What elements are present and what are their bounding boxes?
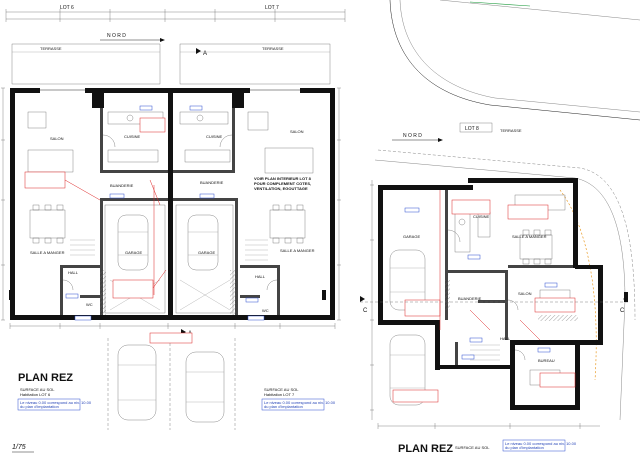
section-mark-a-top: A: [203, 51, 207, 57]
room-cuisine-1: CUISINE: [124, 134, 141, 139]
room-bureau-lot8: BUREAU: [538, 358, 555, 363]
niveau-note-lot6: Le niveau 0.00 correspond au niv. 10.00: [20, 400, 92, 405]
room-buanderie-1: BUANDERIE: [110, 183, 134, 188]
right-terrace-label: TERRASSE: [500, 128, 522, 133]
terrace-label-2: TERRASSE: [262, 46, 284, 51]
right-dimension-chains: [370, 180, 600, 429]
room-buanderie-lot8: BUANDERIE: [458, 296, 482, 301]
niveau-note-lot7-b: du plan d'implantation: [264, 404, 303, 409]
room-salle-a-manger-lot8: SALLE A MANGER: [512, 234, 547, 239]
lot-7-label: LOT 7: [265, 5, 279, 11]
note-ventilation: VENTILATION, EGOUTTAGE: [254, 186, 308, 191]
section-line-c: C C: [360, 292, 628, 314]
building-lots-6-7: SALON SALON CUISINE CUISINE BUANDERIE BU…: [10, 88, 335, 320]
room-garage-2: GARAGE: [198, 250, 215, 255]
room-hall-1: HALL: [68, 270, 79, 275]
room-salon-1: SALON: [50, 136, 64, 141]
room-cuisine-2: CUISINE: [206, 134, 223, 139]
blue-dimension-marks: [65, 105, 265, 321]
room-salon-2: SALON: [290, 129, 304, 134]
top-dimension-chain: LOT 6 LOT 7: [5, 5, 346, 22]
room-wc-2: WC: [262, 308, 269, 313]
terrace-label-1: TERRASSE: [40, 46, 62, 51]
terrace-zone-left: TERRASSE TERRASSE A: [11, 43, 331, 85]
section-mark-c-right: C: [620, 308, 625, 314]
room-salle-a-manger-2: SALLE A MANGER: [280, 248, 315, 253]
parking-area-left: [107, 338, 236, 430]
room-garage-lot8: GARAGE: [403, 234, 420, 239]
surface-label-lot8: SURFACE AU SOL: [455, 445, 490, 450]
scale-label: 1/75: [12, 444, 26, 451]
surface-sub-lot7: Habitation LOT 7: [264, 392, 295, 397]
niveau-note-lot6-b: du plan d'implantation: [20, 404, 59, 409]
note-pour-complement: POUR COMPLEMENT COTES,: [254, 181, 311, 186]
room-hall-lot8: HALL: [500, 336, 511, 341]
room-cuisine-lot8: CUISINE: [473, 214, 490, 219]
north-label-right: N O R D: [403, 133, 422, 139]
niveau-note-lot8-b: du plan d'implantation: [505, 445, 544, 450]
blue-marks-right: [404, 207, 558, 360]
surface-label-lot7: SURFACE AU SOL: [264, 387, 299, 392]
plan-title-left: PLAN REZ: [18, 372, 73, 384]
north-label-left: N O R D: [107, 33, 126, 39]
side-dimension-chains: [1, 87, 341, 321]
plan-title-right: PLAN REZ: [398, 443, 453, 455]
niveau-note-lot8: Le niveau 0.00 correspond au niv. 10.00: [505, 441, 577, 446]
red-annotations-left: [24, 117, 167, 299]
room-wc-1: WC: [86, 302, 93, 307]
red-annotations-right: [404, 190, 576, 388]
room-garage-1: GARAGE: [125, 250, 142, 255]
note-voir-plan: VOIR PLAN INTERIEUR LOT 8: [254, 176, 312, 181]
surface-sub-lot6: Habitation LOT 6: [20, 392, 51, 397]
niveau-note-lot7: Le niveau 0.00 correspond au niv. 10.00: [264, 400, 336, 405]
building-lot-8: GARAGE CUISINE SALLE A MANGER BUANDERIE …: [378, 178, 603, 410]
section-mark-c-left: C: [363, 308, 368, 314]
lot-6-label: LOT 6: [60, 5, 74, 11]
room-buanderie-2: BUANDERIE: [200, 180, 224, 185]
room-salle-a-manger-1: SALLE A MANGER: [30, 250, 65, 255]
room-hall-2: HALL: [255, 274, 266, 279]
room-salon-lot8: SALON: [518, 291, 532, 296]
lot-8-label: LOT 8: [465, 126, 479, 132]
surface-label-lot6: SURFACE AU SOL: [20, 387, 55, 392]
